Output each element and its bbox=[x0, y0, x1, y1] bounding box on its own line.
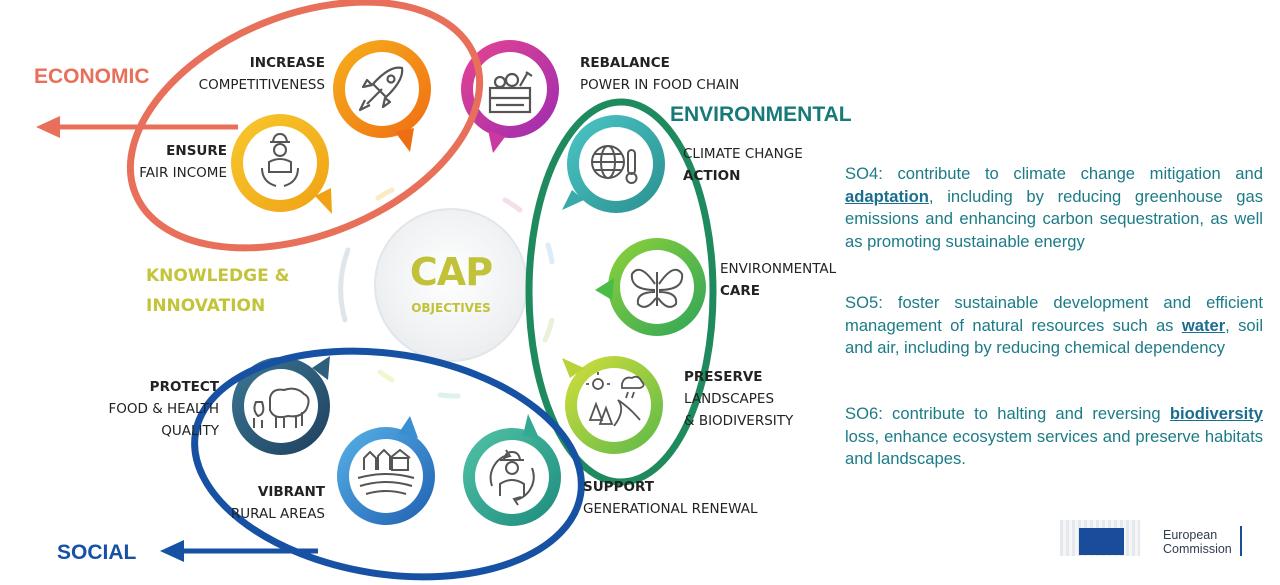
rural-village-icon bbox=[357, 448, 415, 495]
vibrant-label: VIBRANT RURAL AREAS bbox=[231, 481, 325, 525]
vibrant-line2: RURAL AREAS bbox=[230, 506, 325, 522]
so6-text-after: loss, enhance ecosystem services and pre… bbox=[845, 426, 1263, 469]
farmer-hands-icon bbox=[261, 132, 299, 187]
preserve-label: PRESERVE LANDSCAPES & BIODIVERSITY bbox=[684, 366, 793, 432]
so6-paragraph: SO6: contribute to halting and reversing… bbox=[845, 403, 1263, 471]
protect-line2: FOOD & HEALTH bbox=[108, 401, 220, 417]
preserve-line3: & BIODIVERSITY bbox=[684, 413, 794, 429]
increase-label: INCREASE COMPETITIVENESS bbox=[199, 52, 325, 96]
ensure-ring bbox=[231, 114, 332, 214]
european-commission-logo-text: European Commission bbox=[1163, 528, 1232, 556]
logo-line2: Commission bbox=[1163, 542, 1232, 556]
so5-text-before: SO5: foster sustainable development and … bbox=[845, 293, 1263, 335]
so4-text-before: SO4: contribute to climate change mitiga… bbox=[845, 164, 1263, 183]
economic-ellipse bbox=[126, 0, 484, 252]
so6-biodiversity-link[interactable]: biodiversity bbox=[1169, 404, 1263, 423]
social-heading: SOCIAL bbox=[57, 541, 137, 564]
environmental-care-ring bbox=[595, 238, 706, 336]
support-line2: GENERATIONAL RENEWAL bbox=[583, 501, 758, 517]
environmental-care-label: ENVIRONMENTAL CARE bbox=[720, 258, 836, 302]
vibrant-ring bbox=[337, 416, 435, 525]
environmental-care-line2: CARE bbox=[720, 283, 760, 299]
climate-line2: ACTION bbox=[683, 168, 741, 184]
ensure-label: ENSURE FAIR INCOME bbox=[139, 140, 227, 184]
environmental-heading: ENVIRONMENTAL bbox=[670, 103, 852, 126]
rocket-icon bbox=[358, 66, 404, 112]
butterfly-icon bbox=[630, 268, 684, 308]
logo-line1: European bbox=[1163, 528, 1218, 542]
globe-thermometer-icon bbox=[591, 145, 638, 184]
preserve-line1: PRESERVE bbox=[684, 369, 763, 385]
increase-ring bbox=[333, 40, 431, 152]
so6-text-before: SO6: contribute to halting and reversing bbox=[845, 404, 1170, 423]
support-ring bbox=[463, 414, 561, 526]
preserve-ring bbox=[562, 356, 663, 454]
social-arrow bbox=[160, 540, 318, 562]
climate-line1: CLIMATE CHANGE bbox=[683, 146, 803, 162]
protect-line1: PROTECT bbox=[149, 379, 219, 395]
social-ellipse bbox=[191, 347, 585, 581]
increase-line2: COMPETITIVENESS bbox=[198, 77, 325, 93]
crate-icon bbox=[488, 71, 533, 114]
environmental-care-line1: ENVIRONMENTAL bbox=[720, 261, 837, 277]
preserve-line2: LANDSCAPES bbox=[684, 391, 775, 407]
knowledge-line1: KNOWLEDGE & bbox=[146, 266, 290, 286]
so4-text-after: , including by reducing greenhouse gas e… bbox=[845, 186, 1263, 251]
rebalance-line1: REBALANCE bbox=[580, 55, 670, 71]
ensure-line2: FAIR INCOME bbox=[139, 165, 227, 181]
cap-title: CAP bbox=[409, 250, 493, 294]
economic-heading: ECONOMIC bbox=[34, 65, 150, 88]
cap-subtitle: OBJECTIVES bbox=[411, 301, 491, 315]
landscape-icon bbox=[586, 372, 645, 427]
protect-ring bbox=[232, 356, 330, 455]
environmental-ellipse bbox=[525, 98, 717, 486]
so5-paragraph: SO5: foster sustainable development and … bbox=[845, 292, 1263, 360]
ensure-line1: ENSURE bbox=[166, 143, 227, 159]
so5-text-after: , soil and air, including by reducing ch… bbox=[845, 315, 1264, 358]
sheep-icon bbox=[253, 387, 310, 428]
knowledge-line2: INNOVATION bbox=[146, 296, 266, 316]
protect-label: PROTECT FOOD & HEALTH QUALITY bbox=[109, 376, 220, 442]
protect-line3: QUALITY bbox=[161, 423, 219, 439]
knowledge-innovation-heading: KNOWLEDGE & INNOVATION bbox=[146, 261, 289, 321]
climate-ring bbox=[562, 115, 665, 213]
inner-dashed-ring bbox=[338, 187, 555, 399]
so5-water-link[interactable]: water bbox=[1181, 315, 1226, 335]
so4-paragraph: SO4: contribute to climate change mitiga… bbox=[845, 163, 1263, 253]
farmer-cycle-icon bbox=[489, 449, 535, 506]
rebalance-label: REBALANCE POWER IN FOOD CHAIN bbox=[580, 52, 739, 96]
rebalance-line2: POWER IN FOOD CHAIN bbox=[580, 77, 740, 93]
so4-adaptation-link[interactable]: adaptation bbox=[845, 186, 929, 206]
economic-arrow bbox=[36, 116, 238, 138]
vibrant-line1: VIBRANT bbox=[257, 484, 325, 500]
logo-divider bbox=[1240, 526, 1242, 556]
climate-label: CLIMATE CHANGE ACTION bbox=[683, 143, 803, 187]
increase-line1: INCREASE bbox=[249, 55, 325, 71]
eu-flag-icon bbox=[1079, 528, 1124, 555]
support-line1: SUPPORT bbox=[583, 479, 654, 495]
support-label: SUPPORT GENERATIONAL RENEWAL bbox=[583, 476, 758, 520]
